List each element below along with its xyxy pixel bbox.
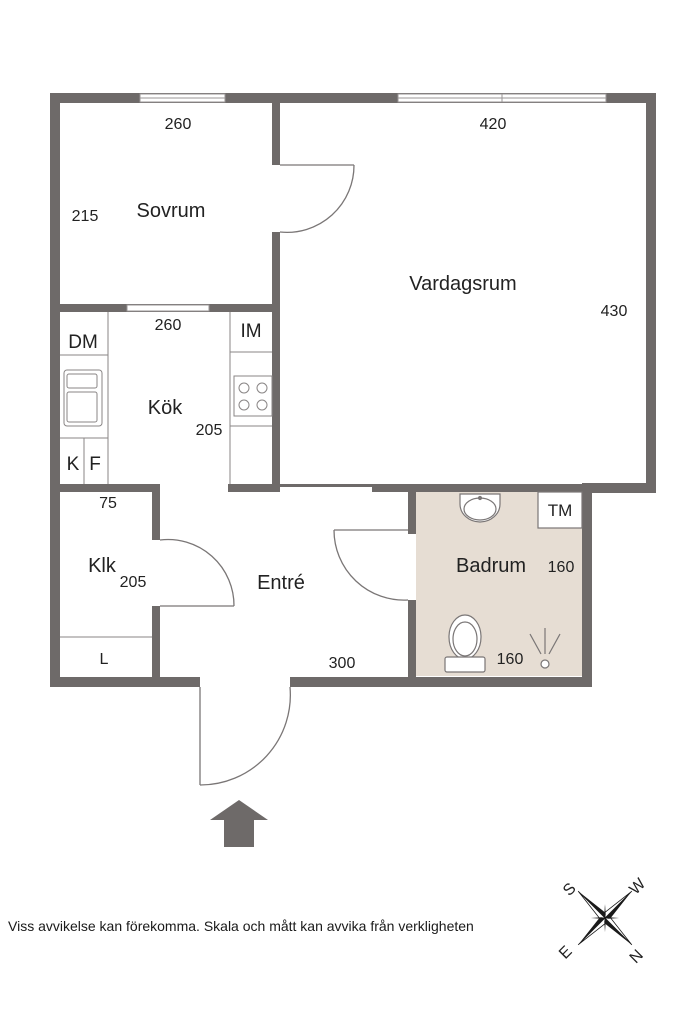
room-label-klk: Klk	[88, 555, 117, 577]
toilet-icon	[444, 614, 486, 673]
dim-klk-depth: 205	[120, 574, 147, 591]
fixture-label-im: IM	[240, 321, 261, 342]
compass-label-s: S	[560, 880, 580, 900]
kitchen-sink-icon	[63, 369, 103, 427]
fixture-label-l: L	[100, 651, 109, 668]
kitchen-fixtures	[60, 312, 273, 484]
doors	[159, 164, 409, 786]
wall-bottom-right	[290, 677, 592, 687]
room-label-vardagsrum: Vardagsrum	[409, 273, 516, 295]
wall-right-lower	[582, 483, 592, 687]
washbasin-icon	[459, 493, 501, 523]
dim-vardagsrum-width: 420	[480, 116, 507, 133]
window-kok	[126, 304, 210, 312]
wall-sovrum-right-bottom	[272, 232, 280, 490]
compass-label-e: E	[556, 943, 576, 963]
wall-klk-right-bottom	[152, 606, 160, 682]
room-label-sovrum: Sovrum	[137, 200, 206, 222]
room-label-entre: Entré	[257, 572, 305, 594]
wall-kok-bottom-left	[50, 484, 160, 492]
wall-sovrum-right-top	[272, 93, 280, 165]
dim-sovrum-width: 260	[165, 116, 192, 133]
fixture-label-tm: TM	[548, 501, 573, 520]
compass-label-n: N	[627, 947, 647, 967]
dim-klk-width: 75	[99, 495, 117, 512]
shower-icon	[529, 628, 561, 669]
stove-icon	[233, 375, 273, 417]
wall-badrum-left-bottom	[408, 600, 416, 682]
dim-vardagsrum-depth: 430	[601, 303, 628, 320]
compass-label-w: W	[626, 875, 649, 898]
washing-machine-box	[537, 491, 583, 529]
fixture-label-f: F	[89, 454, 101, 475]
wall-vardagsrum-bottom	[372, 484, 656, 492]
wall-kok-bottom-right	[228, 484, 280, 492]
entrance-arrow-icon	[210, 800, 268, 847]
dim-sovrum-depth: 215	[72, 208, 99, 225]
dim-badrum-depth: 160	[548, 559, 575, 576]
dim-badrum-width: 160	[497, 651, 524, 668]
wall-badrum-left-top	[408, 484, 416, 534]
room-label-badrum: Badrum	[456, 555, 526, 577]
wall-klk-right-top	[152, 484, 160, 540]
dim-kok-depth: 205	[196, 422, 223, 439]
compass-rose-icon	[577, 890, 633, 946]
disclaimer-text: Viss avvikelse kan förekomma. Skala och …	[8, 918, 474, 934]
wall-left	[50, 93, 60, 687]
door-entrance	[199, 686, 292, 786]
wall-entre-top	[280, 484, 372, 487]
fixture-label-dm: DM	[68, 332, 98, 353]
door-klk	[159, 538, 235, 607]
wall-right-upper	[646, 93, 656, 493]
bathroom-fixtures	[444, 491, 583, 673]
wall-top	[50, 93, 656, 103]
wall-bottom-left	[50, 677, 200, 687]
dim-entre-width: 300	[329, 655, 356, 672]
door-badrum	[333, 529, 409, 601]
dim-kok-width: 260	[155, 317, 182, 334]
door-sovrum	[279, 164, 355, 234]
windows	[126, 93, 607, 312]
fixture-label-k: K	[67, 454, 80, 475]
room-label-kok: Kök	[148, 397, 183, 419]
